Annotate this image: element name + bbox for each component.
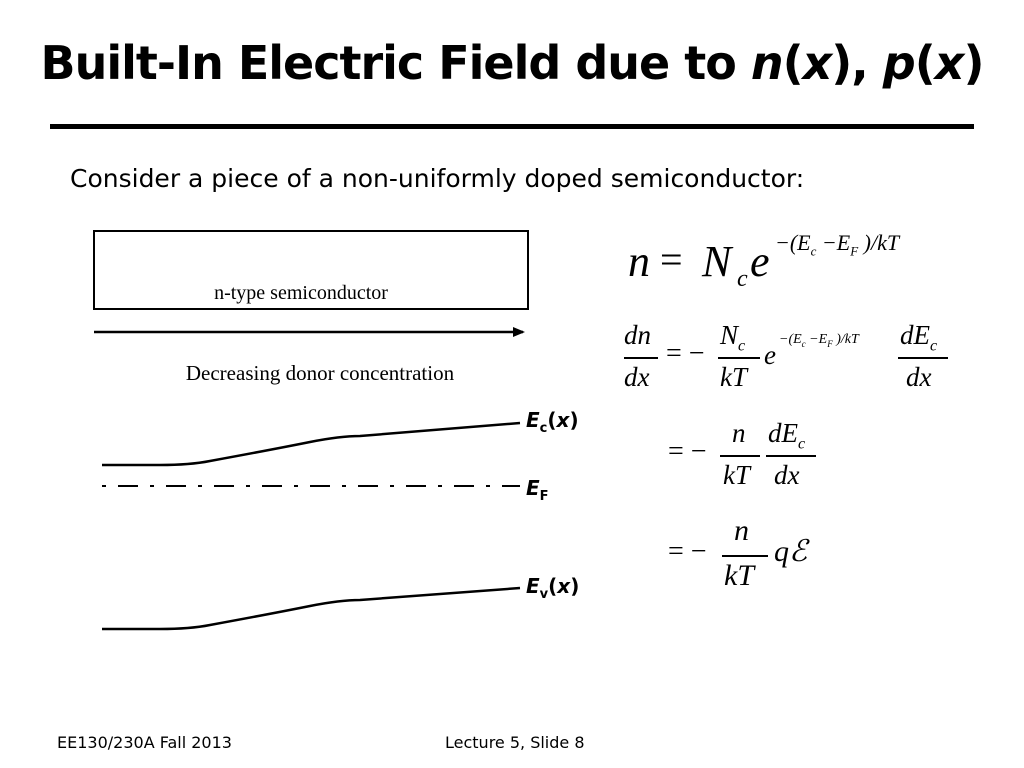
footer-course: EE130/230A Fall 2013	[57, 733, 232, 752]
semiconductor-box	[93, 230, 529, 310]
intro-text: Consider a piece of a non-uniformly dope…	[70, 164, 805, 193]
ef-label: EF	[526, 476, 549, 504]
equation-dn-dx: dn dx = − Nc kT e −(Ec −EF )/kT dEc dx	[622, 320, 962, 400]
equation-step-2: = − n kT dEc dx	[668, 418, 868, 498]
semiconductor-box-label: n-type semiconductor	[214, 282, 388, 304]
doping-gradient-label: Decreasing donor concentration	[186, 361, 455, 385]
equation-electron-density: n = N c e −(Ec −EF )/kT	[628, 230, 900, 292]
band-diagram: n-type semiconductor Decreasing donor co…	[93, 230, 579, 631]
ev-label: Ev(x)	[526, 574, 579, 602]
slide-title: Built-In Electric Field due to n(x), p(x…	[40, 36, 985, 90]
valence-band-edge	[102, 586, 521, 631]
footer-slide-number: Lecture 5, Slide 8	[445, 733, 585, 752]
title-underline	[50, 124, 974, 129]
equation-step-3: = − n kT qℰ	[668, 514, 808, 592]
conduction-band-edge	[102, 421, 521, 467]
ec-label: Ec(x)	[526, 408, 579, 436]
